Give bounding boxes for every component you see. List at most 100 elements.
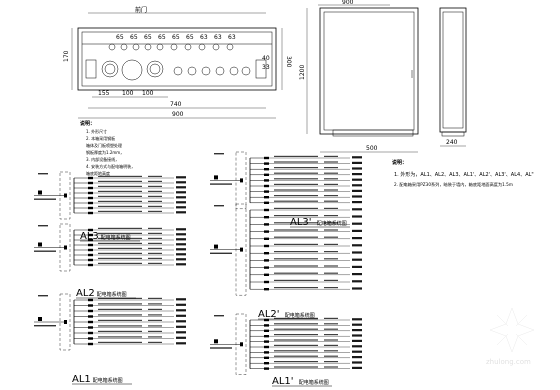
branch-breaker bbox=[264, 190, 269, 193]
cable-spec-text bbox=[98, 341, 142, 343]
branch-breaker bbox=[88, 181, 93, 185]
cable-spec-text bbox=[98, 257, 142, 259]
cable-spec-text bbox=[98, 314, 142, 316]
cable-spec-text bbox=[274, 323, 318, 325]
load-label-text bbox=[176, 309, 186, 312]
load-label-text bbox=[352, 350, 362, 353]
notes-left: 说明： 1. 外形尺寸 2. 本箱采用钢板 箱体及门板喷塑处理 钢板厚度为1.2… bbox=[80, 120, 135, 176]
bottom-dim: 100 bbox=[122, 90, 134, 97]
branch-breaker bbox=[264, 335, 269, 338]
cable-spec-text bbox=[98, 180, 142, 182]
cable-spec-text bbox=[274, 161, 318, 163]
cable-spec-text bbox=[274, 355, 318, 357]
main-switch-symbol bbox=[64, 245, 67, 250]
load-label-text bbox=[176, 191, 186, 194]
cable-spec-text bbox=[274, 251, 318, 253]
branch-breaker bbox=[88, 191, 93, 195]
diagram-caption-label: AL2 bbox=[76, 288, 95, 299]
branch-breaker bbox=[88, 258, 93, 262]
cable-spec-text bbox=[98, 325, 142, 327]
circuit-id-text bbox=[324, 155, 338, 157]
incoming-spec-text bbox=[34, 325, 56, 327]
top-hole bbox=[198, 43, 206, 51]
note-right-line: 2. 配电箱采用PZ30系列，暗装于墙内，箱底距地面高度为1.5m bbox=[394, 181, 513, 188]
cable-spec-text bbox=[274, 207, 318, 209]
load-label-text bbox=[176, 303, 186, 306]
load-label-text bbox=[352, 201, 362, 204]
cable-spec-text bbox=[274, 178, 318, 180]
cabinet-door bbox=[323, 11, 415, 131]
hole-dim: 65 bbox=[144, 34, 152, 41]
circuit-id-text bbox=[324, 243, 338, 245]
hole-dim: 65 bbox=[186, 34, 194, 41]
cabinet-front bbox=[319, 7, 419, 135]
hole-dim: 65 bbox=[130, 34, 138, 41]
cable-spec-text bbox=[274, 195, 318, 197]
cable-spec-text bbox=[274, 222, 318, 224]
cabinet-side-base bbox=[441, 131, 465, 137]
right-height-dim: 300 bbox=[285, 56, 292, 68]
branch-breaker bbox=[88, 248, 93, 252]
incoming-spec-text bbox=[210, 252, 232, 254]
circuit-id-text bbox=[324, 236, 338, 238]
cable-spec-text bbox=[274, 172, 318, 174]
circuit-id-text bbox=[148, 257, 162, 259]
main-switch-symbol bbox=[240, 178, 243, 183]
bottom-dim: 100 bbox=[142, 90, 154, 97]
branch-breaker bbox=[88, 211, 93, 215]
right-small-dim: 33 bbox=[262, 64, 270, 71]
top-hole bbox=[170, 43, 178, 51]
hole-dim: 63 bbox=[228, 34, 236, 41]
top-hole bbox=[144, 43, 152, 51]
circuit-id-text bbox=[148, 195, 162, 197]
circuit-id-text bbox=[148, 247, 162, 249]
bottom-dim: 155 bbox=[98, 90, 110, 97]
branch-breaker bbox=[264, 340, 269, 343]
note-line: 1. 外形尺寸 bbox=[86, 128, 107, 134]
circuit-id-text bbox=[324, 317, 338, 319]
circuit-id-text bbox=[148, 210, 162, 212]
top-hole bbox=[120, 43, 128, 51]
cable-spec-text bbox=[274, 155, 318, 157]
cable-spec-text bbox=[98, 252, 142, 254]
cabinet-side bbox=[439, 7, 467, 133]
branch-breaker bbox=[88, 320, 93, 324]
diagram-caption-text: 配电箱系统图 bbox=[97, 291, 127, 298]
circuit-id-text bbox=[324, 350, 338, 352]
branch-breaker bbox=[264, 345, 269, 349]
cable-spec-text bbox=[98, 227, 142, 229]
cable-spec-text bbox=[98, 185, 142, 187]
load-label-text bbox=[176, 196, 186, 199]
hole-dim: 63 bbox=[200, 34, 208, 41]
cable-spec-text bbox=[274, 258, 318, 260]
panel-inner-frame bbox=[81, 31, 273, 87]
cabinet-width-dim: 500 bbox=[366, 145, 378, 152]
load-label-text bbox=[352, 229, 362, 232]
circuit-id-text bbox=[324, 355, 338, 357]
watermark: zhulong.com bbox=[486, 307, 535, 366]
note-right-line: 1. 外形为，AL1、AL2、AL3、AL1'、AL2'、AL3'、AL4、AL… bbox=[394, 171, 534, 178]
note-line: 箱底距地高度 bbox=[86, 170, 110, 176]
cable-spec-text bbox=[274, 366, 318, 368]
cable-spec-text bbox=[274, 272, 318, 274]
incoming-spec-text bbox=[34, 198, 56, 200]
load-label-text bbox=[176, 314, 186, 317]
load-label-text bbox=[352, 323, 362, 326]
side-depth-dim: 240 bbox=[446, 139, 458, 146]
circuit-id-text bbox=[324, 189, 338, 191]
panel-tag-text bbox=[214, 153, 224, 155]
circuit-id-text bbox=[324, 161, 338, 163]
top-hole bbox=[184, 43, 192, 51]
load-label-text bbox=[176, 331, 186, 334]
branch-breaker bbox=[88, 228, 93, 232]
enclosure-outline bbox=[235, 151, 247, 209]
load-label-text bbox=[352, 287, 362, 290]
cable-spec-text bbox=[274, 183, 318, 185]
load-label-text bbox=[176, 176, 186, 179]
note-line: 钢板厚度为1.2mm， bbox=[86, 149, 124, 155]
diagram-caption-text: 配电箱系统图 bbox=[299, 379, 329, 386]
load-label-text bbox=[352, 345, 362, 348]
diagram-caption-label: AL3 bbox=[80, 231, 99, 242]
knockout-large bbox=[121, 59, 143, 81]
knockout-small bbox=[201, 66, 211, 76]
